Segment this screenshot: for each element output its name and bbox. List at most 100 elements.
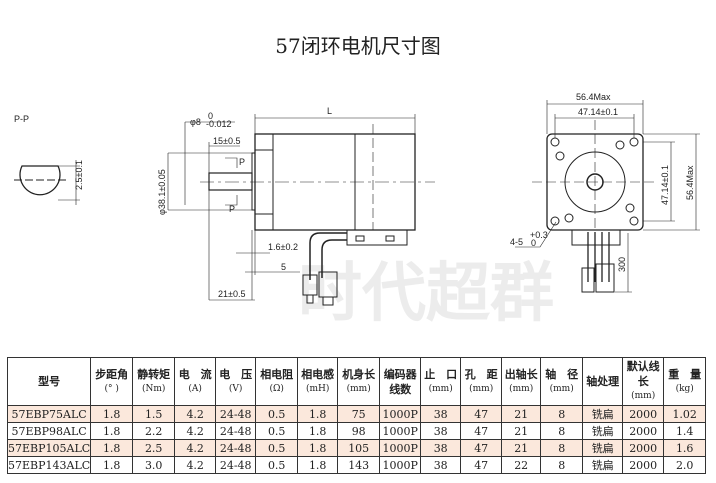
table-cell: 3.0 xyxy=(132,456,176,474)
header-label: 孔 距 xyxy=(464,367,498,381)
header-unit: (mm) xyxy=(509,383,534,394)
column-header: 电 压(V) xyxy=(215,357,257,406)
column-header: 重 量(kg) xyxy=(663,357,707,406)
table-cell: 铣扁 xyxy=(582,456,624,474)
table-cell: 2000 xyxy=(622,405,665,423)
table-header-row: 型号步距角(° )静转矩(Nm)电 流(A)电 压(V)相电阻(Ω)相电感(mH… xyxy=(6,357,707,406)
column-header: 出轴长 (mm) xyxy=(501,357,542,406)
header-label: 步距角 xyxy=(95,367,129,381)
shaft-section xyxy=(14,160,80,205)
table-cell: 1000P xyxy=(379,456,422,474)
motor-side-view xyxy=(200,124,435,306)
column-header: 相电阻 (Ω) xyxy=(255,357,299,406)
table-cell: 0.5 xyxy=(255,456,299,474)
section-mark-bottom: P xyxy=(229,204,235,214)
model-cell: 57EBP143ALC xyxy=(6,456,92,474)
header-unit: (mm) xyxy=(428,383,453,394)
table-cell: 1.8 xyxy=(297,456,339,474)
overall-height-label: 56.4Max xyxy=(685,165,695,200)
column-header: 电 流(A) xyxy=(174,357,217,406)
table-cell: 1.8 xyxy=(297,422,339,440)
front-dimension-lines xyxy=(515,100,700,293)
table-cell: 21 xyxy=(501,405,542,423)
model-cell: 57EBP98ALC xyxy=(6,422,92,440)
watermark: 时代超群 xyxy=(298,257,554,331)
table-cell: 38 xyxy=(420,439,462,457)
flat-dim-label: 2.5±0.1 xyxy=(74,160,84,190)
header-label: 出轴长 xyxy=(504,367,538,381)
motor-front-view xyxy=(532,120,658,293)
column-header: 相电感(mH) xyxy=(297,357,339,406)
table-cell: 1.8 xyxy=(297,439,339,457)
header-unit: (V) xyxy=(228,383,243,394)
column-header: 静转矩(Nm) xyxy=(132,357,176,406)
page-title: 57闭环电机尺寸图 xyxy=(275,34,441,58)
header-label: 电 流 xyxy=(178,367,212,381)
flange-thickness-label: 5 xyxy=(281,262,286,272)
section-mark-top: P xyxy=(239,157,245,167)
column-header: 机身长(mm) xyxy=(337,357,381,406)
table-cell: 2.2 xyxy=(132,422,176,440)
header-label: 相电阻 xyxy=(260,367,294,381)
table-cell: 1.8 xyxy=(90,422,134,440)
table-cell: 0.5 xyxy=(255,439,299,457)
table-cell: 38 xyxy=(420,456,462,474)
hole-spacing-v-label: 47.14±0.1 xyxy=(660,165,670,205)
table-cell: 0.5 xyxy=(255,405,299,423)
holes-tol-lower: 0 xyxy=(531,238,536,248)
table-cell: 8 xyxy=(540,439,584,457)
header-label: 轴处理 xyxy=(586,375,620,388)
table-cell: 143 xyxy=(337,456,381,474)
table-cell: 1.6 xyxy=(663,439,707,457)
table-cell: 铣扁 xyxy=(582,405,624,423)
cable-length-label: 300 xyxy=(617,257,627,272)
table-cell: 4.2 xyxy=(174,422,217,440)
table-cell: 21 xyxy=(501,422,542,440)
column-header: 孔 距 (mm) xyxy=(460,357,503,406)
header-unit: (mm) xyxy=(631,391,656,401)
table-cell: 38 xyxy=(420,422,462,440)
table-cell: 铣扁 xyxy=(582,439,624,457)
table-cell: 24-48 xyxy=(215,422,257,440)
dimension-drawing: P-P 2.5±0.1 L φ8 0 -0.012 15±0.5 φ38. xyxy=(14,92,700,306)
mounting-holes-label: 4-5 xyxy=(510,237,523,247)
table-cell: 2.0 xyxy=(663,456,707,474)
pilot-dia-label: φ38.1±0.05 xyxy=(157,169,167,215)
header-unit: (mm) xyxy=(549,383,574,394)
holes-tol-upper: +0.3 xyxy=(530,230,548,240)
table-cell: 47 xyxy=(460,405,503,423)
header-label: 轴 径 xyxy=(545,367,579,381)
table-cell: 8 xyxy=(540,405,584,423)
table-cell: 24-48 xyxy=(215,439,257,457)
table-cell: 47 xyxy=(460,439,503,457)
header-label: 相电感 xyxy=(301,367,335,381)
table-cell: 2000 xyxy=(622,456,665,474)
table-cell: 105 xyxy=(337,439,381,457)
header-unit: (mm) xyxy=(469,383,494,394)
column-header: 止 口(mm) xyxy=(420,357,462,406)
table-cell: 24-48 xyxy=(215,405,257,423)
column-header: 轴 径 (mm) xyxy=(540,357,584,406)
table-cell: 47 xyxy=(460,456,503,474)
table-cell: 1.8 xyxy=(297,405,339,423)
table-cell: 4.2 xyxy=(174,439,217,457)
pilot-depth-label: 1.6±0.2 xyxy=(268,242,298,252)
header-label: 默认线长 xyxy=(626,360,660,388)
header-unit: (Ω) xyxy=(269,383,284,394)
table-cell: 1.8 xyxy=(90,456,134,474)
table-cell: 75 xyxy=(337,405,381,423)
header-label: 型号 xyxy=(38,375,61,388)
column-header: 轴处理 xyxy=(582,357,624,406)
table-cell: 1000P xyxy=(379,405,422,423)
model-cell: 57EBP75ALC xyxy=(6,405,92,423)
table-cell: 24-48 xyxy=(215,456,257,474)
spec-table: 型号步距角(° )静转矩(Nm)电 流(A)电 压(V)相电阻(Ω)相电感(mH… xyxy=(6,357,707,474)
table-cell: 1000P xyxy=(379,422,422,440)
column-header: 默认线长 (mm) xyxy=(622,357,665,406)
hole-spacing-h-label: 47.14±0.1 xyxy=(578,107,618,117)
table-cell: 2.5 xyxy=(132,439,176,457)
table-cell: 8 xyxy=(540,456,584,474)
side-dimension-lines xyxy=(167,114,416,301)
shaft-dia-label: φ8 xyxy=(190,117,201,127)
